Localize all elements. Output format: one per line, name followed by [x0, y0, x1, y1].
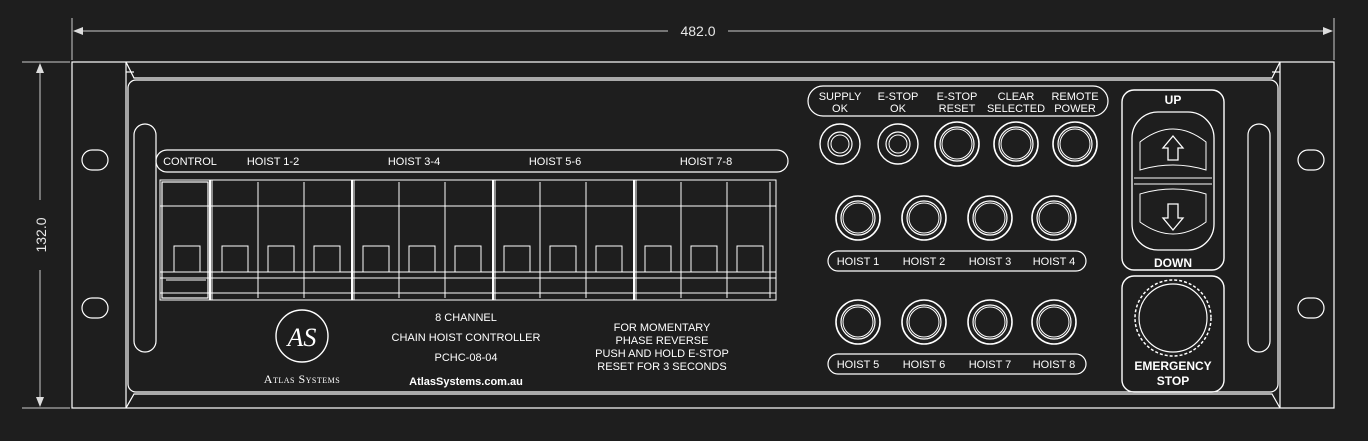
indicator-2-line1: E-STOP — [878, 91, 919, 103]
indicator-5-line1: REMOTE — [1051, 91, 1098, 103]
indicator-1-line1: SUPPLY — [819, 91, 862, 103]
atlas-logo: AS Atlas Systems — [264, 309, 340, 386]
hoist-8-label: HOIST 8 — [1033, 359, 1076, 371]
instruction-text: FOR MOMENTARY PHASE REVERSE PUSH AND HOL… — [595, 322, 729, 373]
hoist-4-button[interactable] — [1031, 195, 1077, 241]
indicator-2-line2: OK — [890, 103, 907, 115]
rocker-switch[interactable] — [1131, 111, 1215, 251]
indicator-3-line1: E-STOP — [937, 91, 978, 103]
hoist-5-button[interactable] — [835, 299, 881, 345]
indicator-supply-ok-lamp — [819, 123, 861, 165]
hoist-2-button[interactable] — [901, 195, 947, 241]
arrow-down-icon — [1161, 203, 1185, 232]
hoist-8-button[interactable] — [1031, 299, 1077, 345]
indicator-3-line2: RESET — [939, 103, 976, 115]
indicator-estop-ok-lamp — [877, 123, 919, 165]
remote-power-button[interactable] — [1052, 121, 1098, 167]
logo-monogram: AS — [286, 323, 317, 352]
dimension-height: 132.0 — [22, 61, 70, 409]
breaker-label-bar: CONTROL HOIST 1-2 HOIST 3-4 HOIST 5-6 HO… — [155, 149, 789, 173]
label-hoist-3-4: HOIST 3-4 — [388, 156, 440, 168]
product-model: PCHC-08-04 — [435, 352, 498, 364]
rack-panel — [71, 61, 1335, 409]
hoist-row1-label-bar: HOIST 1 HOIST 2 HOIST 3 HOIST 4 — [827, 250, 1087, 272]
indicator-5-line2: POWER — [1054, 103, 1096, 115]
indicator-1-line2: OK — [832, 103, 849, 115]
hoist-5-label: HOIST 5 — [837, 359, 880, 371]
instruction-line-2: PHASE REVERSE — [616, 335, 709, 347]
product-info: 8 CHANNEL CHAIN HOIST CONTROLLER PCHC-08… — [392, 312, 541, 388]
width-dimension-value: 482.0 — [680, 23, 715, 39]
arrow-up-icon — [1161, 134, 1185, 161]
hoist-3-label: HOIST 3 — [969, 256, 1012, 268]
clear-selected-button[interactable] — [993, 121, 1039, 167]
instruction-line-3: PUSH AND HOLD E-STOP — [595, 348, 729, 360]
dimension-width: 482.0 — [71, 18, 1335, 60]
instruction-line-4: RESET FOR 3 SECONDS — [597, 361, 726, 373]
hoist-row2-label-bar: HOIST 5 HOIST 6 HOIST 7 HOIST 8 — [827, 353, 1087, 375]
label-hoist-5-6: HOIST 5-6 — [529, 156, 581, 168]
hoist-3-button[interactable] — [967, 195, 1013, 241]
product-line2: CHAIN HOIST CONTROLLER — [392, 332, 541, 344]
estop-line1: EMERGENCY — [1134, 359, 1211, 373]
hoist-6-label: HOIST 6 — [903, 359, 946, 371]
hoist-7-button[interactable] — [967, 299, 1013, 345]
label-hoist-7-8: HOIST 7-8 — [680, 156, 732, 168]
hoist-7-label: HOIST 7 — [969, 359, 1012, 371]
indicator-4-line1: CLEAR — [998, 91, 1035, 103]
emergency-stop-button[interactable] — [1134, 279, 1212, 357]
indicator-label-bar: SUPPLY OK E-STOP OK E-STOP RESET CLEAR S… — [807, 85, 1109, 117]
height-dimension-value: 132.0 — [33, 217, 49, 252]
label-hoist-1-2: HOIST 1-2 — [247, 156, 299, 168]
hoist-6-button[interactable] — [901, 299, 947, 345]
instruction-line-1: FOR MOMENTARY — [614, 322, 711, 334]
hoist-1-button[interactable] — [835, 195, 881, 241]
rocker-up-label: UP — [1165, 93, 1182, 107]
emergency-stop-panel: EMERGENCY STOP — [1121, 275, 1225, 393]
estop-line2: STOP — [1157, 374, 1189, 388]
estop-reset-button[interactable] — [934, 121, 980, 167]
hoist-4-label: HOIST 4 — [1033, 256, 1076, 268]
rocker-down-label: DOWN — [1154, 256, 1192, 270]
product-line1: 8 CHANNEL — [435, 312, 497, 324]
indicator-4-line2: SELECTED — [987, 103, 1045, 115]
up-down-rocker-panel: UP DOWN — [1121, 89, 1225, 271]
circuit-breakers — [159, 179, 777, 301]
hoist-1-label: HOIST 1 — [837, 256, 880, 268]
label-control: CONTROL — [163, 156, 217, 168]
hoist-2-label: HOIST 2 — [903, 256, 946, 268]
logo-name: Atlas Systems — [264, 372, 340, 386]
product-website: AtlasSystems.com.au — [409, 376, 523, 388]
